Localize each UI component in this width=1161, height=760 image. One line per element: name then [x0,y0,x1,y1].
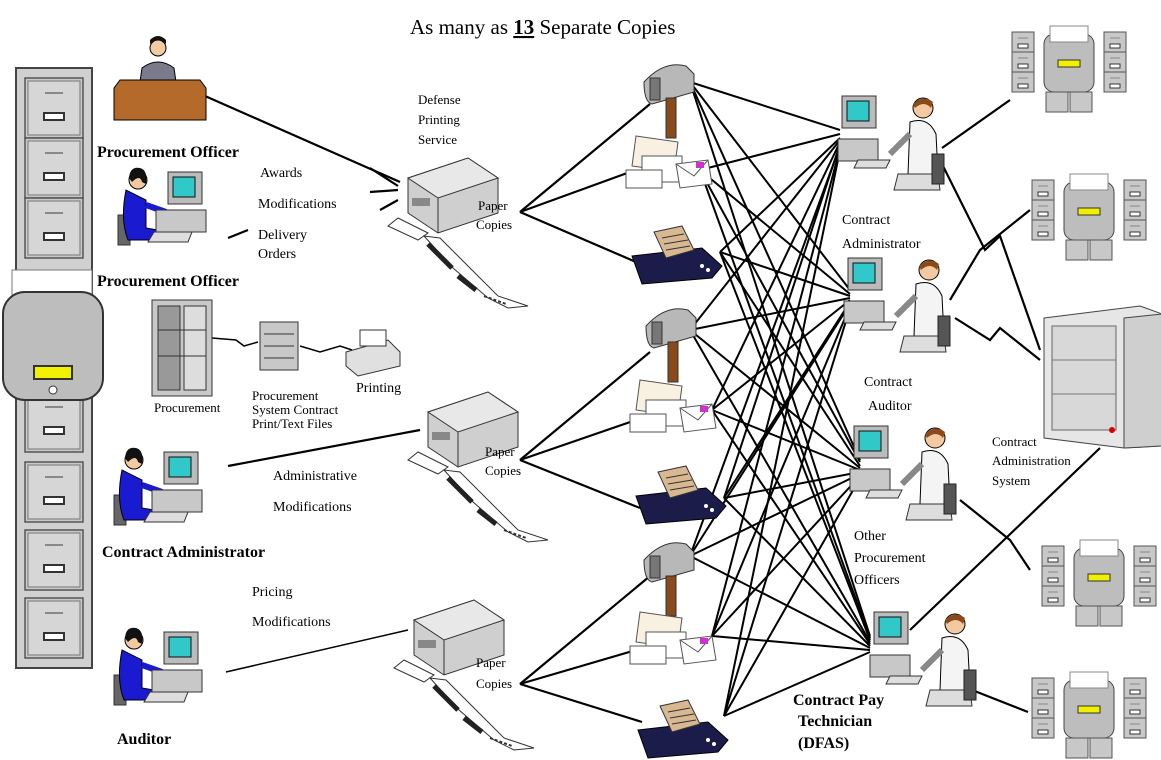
procurement-files-line3: Print/Text Files [252,416,332,431]
file-station-4-icon [1032,672,1146,758]
auditor-person-icon [114,628,202,705]
paper-copies-3-b: Copies [476,676,512,691]
other-officers-line2: Procurement [854,551,926,566]
contract-pay-line1: Contract Pay [793,692,884,709]
contract-administrator-workstation-icon [838,96,944,190]
procurement-server-icon [259,321,299,371]
contract-administrator-person-icon [114,448,202,525]
printer-3-icon [394,600,534,750]
file-station-1-icon [1012,26,1126,112]
contract-pay-line2: Technician [798,713,872,730]
contract-administrator-label: Contract Administrator [102,544,265,561]
cas-line3: System [992,473,1030,488]
procurement-officer-label-top: Procurement Officer [97,144,239,161]
fax-3-icon [637,699,729,759]
procurement-mainframe-icon [151,299,213,397]
envelopes-3-icon [629,611,717,665]
auditor-label: Auditor [117,731,171,748]
contract-pay-line3: (DFAS) [798,735,849,752]
doc-delivery: Delivery [258,228,307,243]
mailbox-2-icon [645,308,697,383]
procurement-system-label: Procurement [154,400,221,415]
doc-administrative: Administrative [273,469,357,484]
central-file-cabinet [2,67,104,669]
printer-1-icon [388,158,528,308]
mailbox-3-icon [643,542,695,617]
cas-line1: Contract [992,434,1037,449]
doc-modifications: Modifications [258,197,337,212]
doc-awards: Awards [260,166,302,181]
other-officers-line3: Officers [854,573,900,588]
contract-auditor-line1: Contract [864,375,912,390]
fax-2-icon [635,465,727,525]
procurement-files-line2: System Contract [252,402,339,417]
procurement-officer-label-mid: Procurement Officer [97,273,239,290]
doc-pricing: Pricing [252,585,292,600]
paper-copies-2-a: Paper [485,444,515,459]
printing-label: Printing [356,381,401,396]
fax-1-icon [631,225,723,285]
file-station-3-icon [1042,540,1156,626]
contract-auditor-line2: Auditor [868,399,912,414]
doc-admin-modifications: Modifications [273,500,352,515]
other-procurement-officers-workstation-icon [850,426,956,520]
contract-auditor-workstation-icon [844,258,950,352]
other-officers-line1: Other [854,529,886,544]
mailbox-1-icon [643,64,695,139]
diagram-title: As many as 13 Separate Copies [410,15,675,39]
contract-administration-server-icon [1043,305,1161,449]
doc-pricing-modifications: Modifications [252,615,331,630]
small-printer-icon [345,329,401,377]
file-station-2-icon [1032,174,1146,260]
contract-administrator-right-line1: Contract [842,213,890,228]
contract-administrator-right-line2: Administrator [842,237,921,252]
procurement-officer-desk-icon [113,36,207,121]
dps-line1: Defense [418,92,461,107]
procurement-officer-person-icon [118,168,206,245]
contract-pay-technician-workstation-icon [870,612,976,706]
connection-lines [204,81,1101,724]
paper-copies-1-a: Paper [478,198,508,213]
dps-line3: Service [418,132,457,147]
envelopes-1-icon [625,135,713,189]
paper-copies-2-b: Copies [485,463,521,478]
printer-2-icon [408,392,548,542]
paper-copies-1-b: Copies [476,217,512,232]
procurement-files-line1: Procurement [252,388,319,403]
paper-copies-3-a: Paper [476,655,506,670]
dps-line2: Printing [418,112,460,127]
doc-orders: Orders [258,247,296,262]
cas-line2: Administration [992,453,1071,468]
envelopes-2-icon [629,379,717,433]
copy-count: 13 [513,15,534,39]
